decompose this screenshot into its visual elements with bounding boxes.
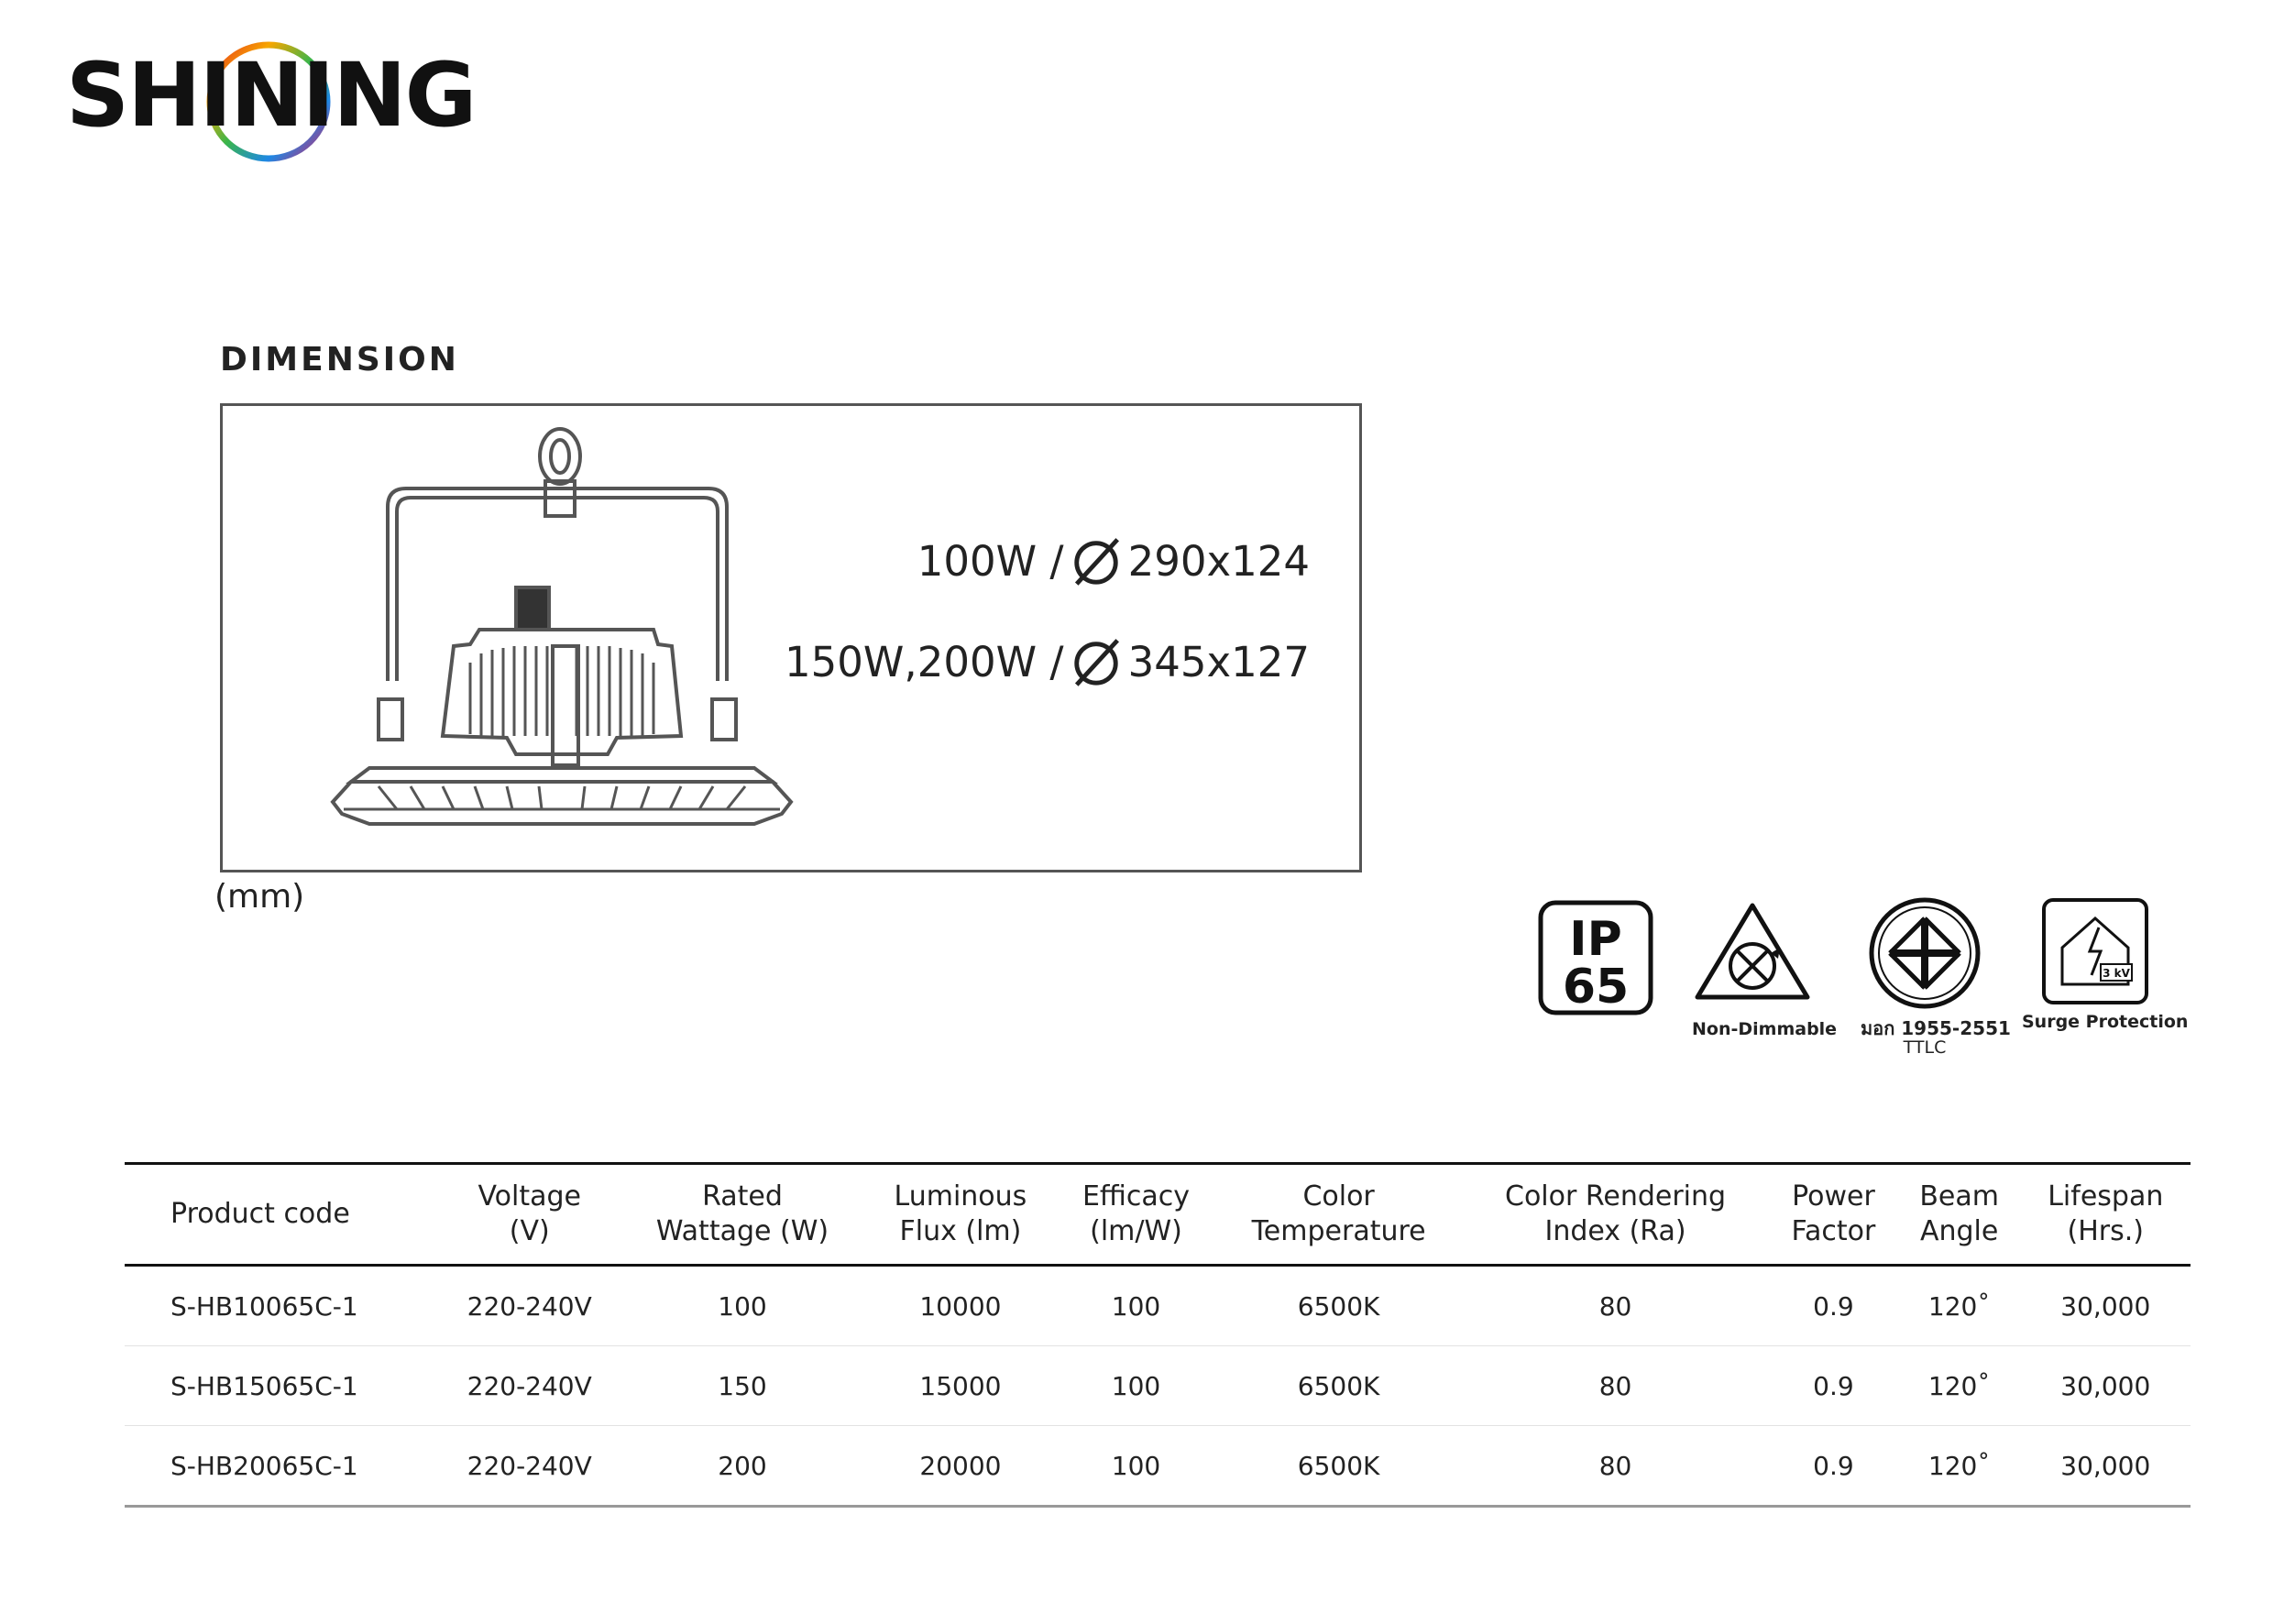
spec-size: 345x127	[1127, 637, 1310, 686]
product-spec-table: Product code Voltage (V) Rated Wattage (…	[125, 1162, 2191, 1508]
cell-product-code: S-HB15065C-1	[125, 1345, 439, 1426]
cell-product-code: S-HB10065C-1	[125, 1265, 439, 1346]
table-row: S-HB20065C-1 220-240V 200 20000 100 6500…	[125, 1425, 2191, 1508]
logo-rainbow-ring-icon	[206, 41, 331, 162]
tis-certification-icon	[1869, 897, 1981, 1009]
header-product-code: Product code	[170, 1198, 350, 1230]
cell-luminous-flux: 20000	[864, 1425, 1057, 1508]
dimension-spec-100w: 100W / 290x124	[917, 534, 1310, 587]
cell-lifespan: 30,000	[2020, 1265, 2191, 1346]
cell-efficacy: 100	[1056, 1345, 1216, 1426]
diameter-icon	[1073, 538, 1119, 586]
table-row: S-HB15065C-1 220-240V 150 15000 100 6500…	[125, 1345, 2191, 1426]
cell-efficacy: 100	[1056, 1425, 1216, 1508]
header-efficacy: Efficacy (lm/W)	[1082, 1180, 1191, 1247]
header-rated-wattage: Rated Wattage (W)	[655, 1180, 829, 1247]
cell-luminous-flux: 10000	[864, 1265, 1057, 1346]
non-dimmable-caption: Non-Dimmable	[1692, 1019, 1838, 1039]
cell-rated-wattage: 200	[620, 1425, 865, 1508]
cell-rated-wattage: 100	[620, 1265, 865, 1346]
spec-size: 290x124	[1127, 536, 1310, 586]
cell-power-factor: 0.9	[1769, 1265, 1898, 1346]
cell-rated-wattage: 150	[620, 1345, 865, 1426]
cell-voltage: 220-240V	[438, 1265, 620, 1346]
cell-efficacy: 100	[1056, 1265, 1216, 1346]
diameter-icon	[1073, 639, 1119, 686]
svg-text:IP: IP	[1569, 912, 1621, 967]
surge-protection-badge: 3 kV Surge Protection	[2022, 896, 2189, 1043]
cell-lifespan: 30,000	[2020, 1345, 2191, 1426]
dimension-title: DIMENSION	[220, 341, 459, 379]
header-color-rendering-index: Color Rendering Index (Ra)	[1505, 1180, 1727, 1247]
header-luminous-flux: Luminous Flux (lm)	[894, 1180, 1027, 1247]
cell-color-rendering-index: 80	[1461, 1345, 1770, 1426]
cell-color-temperature: 6500K	[1215, 1265, 1462, 1346]
cell-lifespan: 30,000	[2020, 1425, 2191, 1508]
cell-color-rendering-index: 80	[1461, 1425, 1770, 1508]
cell-product-code: S-HB20065C-1	[125, 1425, 439, 1508]
tis-caption: มอก 1955-2551	[1861, 1017, 2011, 1039]
brand-logo: SHINING	[66, 33, 477, 170]
header-voltage: Voltage (V)	[478, 1180, 581, 1247]
non-dimmable-badge: Non-Dimmable	[1692, 900, 1838, 1039]
svg-text:65: 65	[1563, 960, 1629, 1015]
ip65-badge: IP 65	[1538, 900, 1653, 1015]
cell-luminous-flux: 15000	[864, 1345, 1057, 1426]
header-lifespan: Lifespan (Hrs.)	[2048, 1180, 2164, 1247]
dimension-unit: (mm)	[214, 878, 305, 916]
brand-name: SHINING	[66, 44, 477, 147]
dimension-box: 100W / 290x124 150W,200W / 345x127	[220, 403, 1362, 872]
cell-voltage: 220-240V	[438, 1425, 620, 1508]
cell-beam-angle: 120˚	[1897, 1345, 2021, 1426]
surge-protection-caption: Surge Protection	[2022, 1012, 2189, 1032]
ip65-icon: IP 65	[1538, 900, 1653, 1015]
cell-color-temperature: 6500K	[1215, 1345, 1462, 1426]
cell-voltage: 220-240V	[438, 1345, 620, 1426]
spec-wattage: 100W /	[917, 536, 1064, 586]
tis-certification-badge: มอก 1955-2551 TTLC	[1861, 896, 2011, 1061]
cell-color-temperature: 6500K	[1215, 1425, 1462, 1508]
header-power-factor: Power Factor	[1791, 1180, 1876, 1247]
table-header-row: Product code Voltage (V) Rated Wattage (…	[125, 1163, 2191, 1266]
surge-protection-icon: 3 kV	[2042, 898, 2148, 1004]
cell-power-factor: 0.9	[1769, 1425, 1898, 1508]
header-beam-angle: Beam Angle	[1919, 1180, 1999, 1247]
non-dimmable-icon	[1695, 903, 1810, 1000]
dimension-spec-150w-200w: 150W,200W / 345x127	[785, 635, 1310, 688]
spec-wattage: 150W,200W /	[785, 637, 1064, 686]
header-color-temperature: Color Temperature	[1251, 1180, 1426, 1247]
highbay-light-drawing	[330, 427, 794, 826]
tis-sub-caption: TTLC	[1903, 1037, 1947, 1058]
svg-text:3 kV: 3 kV	[2103, 967, 2131, 980]
cell-power-factor: 0.9	[1769, 1345, 1898, 1426]
cell-beam-angle: 120˚	[1897, 1265, 2021, 1346]
table-row: S-HB10065C-1 220-240V 100 10000 100 6500…	[125, 1265, 2191, 1346]
cell-color-rendering-index: 80	[1461, 1265, 1770, 1346]
cell-beam-angle: 120˚	[1897, 1425, 2021, 1508]
